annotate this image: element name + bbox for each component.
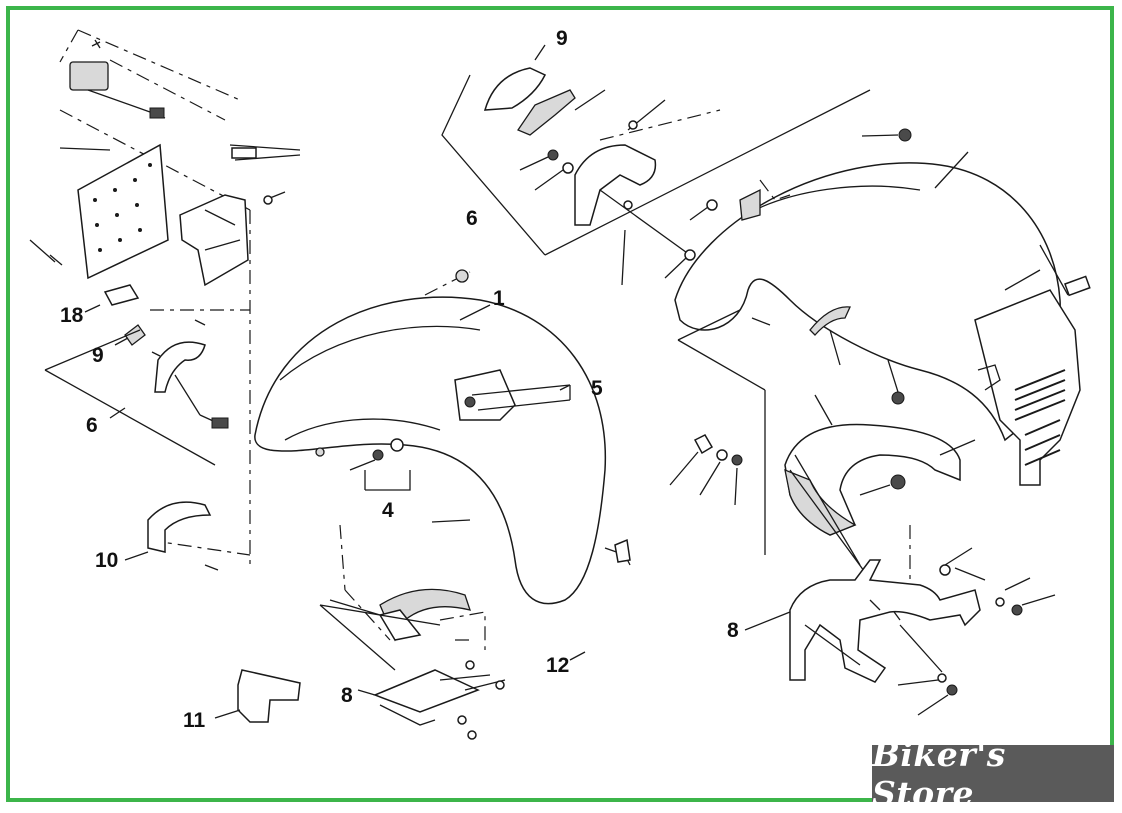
- callout-8-right: 8: [727, 619, 739, 642]
- callout-9-left: 9: [92, 344, 104, 367]
- callout-5: 5: [591, 377, 603, 400]
- callout-11: 11: [183, 709, 206, 732]
- green-frame-border: [6, 6, 1114, 802]
- callout-1: 1: [493, 287, 505, 310]
- callout-6-left: 6: [86, 414, 98, 437]
- callout-18: 18: [60, 304, 84, 327]
- callout-8-left: 8: [341, 684, 353, 707]
- callout-6-top: 6: [466, 207, 478, 230]
- callout-leaders: [459, 44, 571, 391]
- callout-4: 4: [382, 499, 394, 522]
- callout-12: 12: [546, 654, 570, 677]
- callout-10: 10: [95, 549, 119, 572]
- rear-fender-right: [441, 67, 1091, 716]
- watermark-text: Biker's Store: [872, 734, 1006, 813]
- rear-fender-left: [124, 269, 631, 740]
- bikers-store-watermark: Biker's Store: [872, 735, 1114, 813]
- callout-9-top: 9: [556, 27, 568, 50]
- license-plate-assembly: [29, 29, 301, 570]
